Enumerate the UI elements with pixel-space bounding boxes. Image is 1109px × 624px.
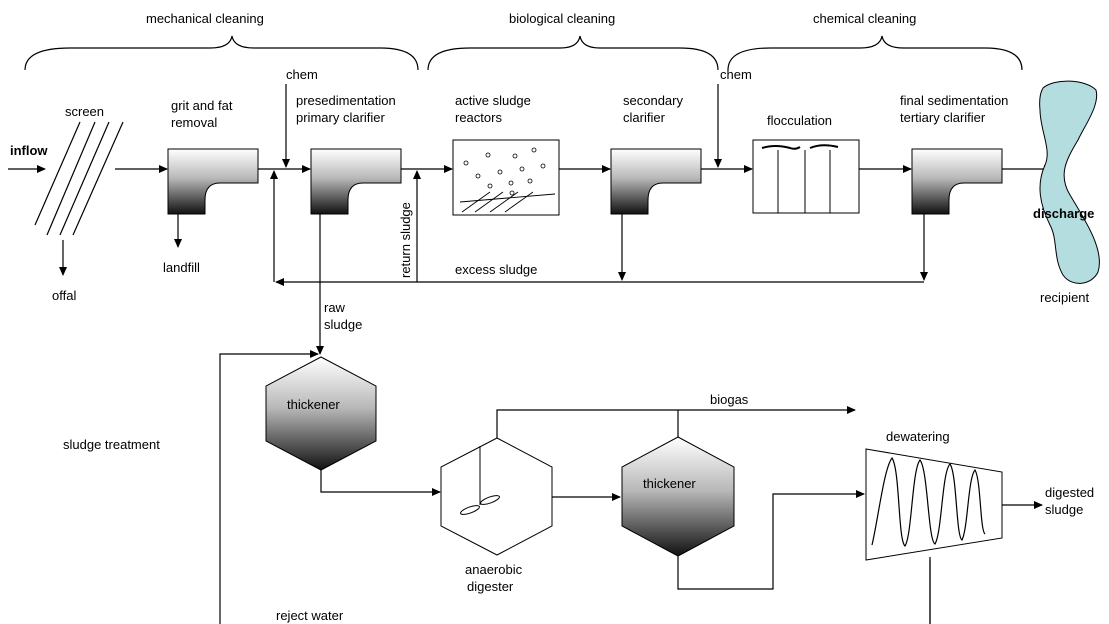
- final-label-line1: final sedimentation: [900, 93, 1008, 108]
- flocculation-label: flocculation: [767, 113, 832, 128]
- screen-label: screen: [65, 104, 104, 119]
- raw-label-line1: raw: [324, 300, 346, 315]
- biogas-label: biogas: [710, 392, 749, 407]
- dewatering-screw-icon: [871, 456, 986, 547]
- landfill-label: landfill: [163, 260, 200, 275]
- anaerobic-label-line1: anaerobic: [465, 562, 523, 577]
- presed-label-line2: primary clarifier: [296, 110, 386, 125]
- screen-icon: [34, 121, 124, 236]
- secondary-label-line1: secondary: [623, 93, 683, 108]
- final-label-line2: tertiary clarifier: [900, 110, 986, 125]
- chem2-label: chem: [720, 67, 752, 82]
- presedimentation-tank: [310, 148, 402, 215]
- dewatering-unit: [865, 448, 1003, 561]
- biogas-line: [496, 406, 856, 438]
- reject-water-label: reject water: [276, 608, 344, 623]
- bubble-icons: [463, 147, 546, 196]
- anaerobic-digester: [440, 437, 553, 556]
- digested-label-line2: sludge: [1045, 502, 1083, 517]
- mixer-icon: [460, 446, 500, 515]
- chem1-label: chem: [286, 67, 318, 82]
- grit-fat-removal-tank: [167, 148, 259, 215]
- inflow-label: inflow: [10, 143, 48, 158]
- thickener-to-dewatering-arrow: [677, 490, 865, 590]
- secondary-clarifier-tank: [610, 148, 702, 215]
- active-label-line2: reactors: [455, 110, 502, 125]
- return-sludge-label: return sludge: [398, 202, 413, 278]
- flocculation-tank: [752, 139, 860, 214]
- offal-label: offal: [52, 288, 76, 303]
- recipient-label: recipient: [1040, 290, 1090, 305]
- brace-chemical: [727, 35, 1023, 71]
- flocculator-icon: [761, 144, 839, 213]
- stage-chemical-label: chemical cleaning: [813, 11, 916, 26]
- thickener1-label: thickener: [287, 397, 340, 412]
- grit-label-line1: grit and fat: [171, 98, 233, 113]
- secondary-label-line2: clarifier: [623, 110, 666, 125]
- dewatering-label: dewatering: [886, 429, 950, 444]
- aeration-icon: [459, 191, 556, 213]
- presed-label-line1: presedimentation: [296, 93, 396, 108]
- excess-sludge-label: excess sludge: [455, 262, 537, 277]
- active-sludge-reactor: [452, 139, 560, 216]
- stage-biological-label: biological cleaning: [509, 11, 615, 26]
- thickener-2: [621, 436, 735, 557]
- brace-biological: [427, 35, 719, 71]
- digested-label-line1: digested: [1045, 485, 1094, 500]
- brace-mechanical: [24, 35, 419, 71]
- sludge-treatment-label: sludge treatment: [63, 437, 160, 452]
- thickener-to-digester-arrow: [320, 470, 441, 496]
- final-sedimentation-tank: [911, 148, 1003, 215]
- anaerobic-label-line2: digester: [467, 579, 514, 594]
- thickener2-label: thickener: [643, 476, 696, 491]
- raw-label-line2: sludge: [324, 317, 362, 332]
- recipient-water-body: [1039, 80, 1100, 284]
- stage-mechanical-label: mechanical cleaning: [146, 11, 264, 26]
- grit-label-line2: removal: [171, 115, 217, 130]
- active-label-line1: active sludge: [455, 93, 531, 108]
- thickener-1: [265, 356, 377, 471]
- discharge-label: discharge: [1033, 206, 1094, 221]
- reject-water-line: [219, 350, 319, 624]
